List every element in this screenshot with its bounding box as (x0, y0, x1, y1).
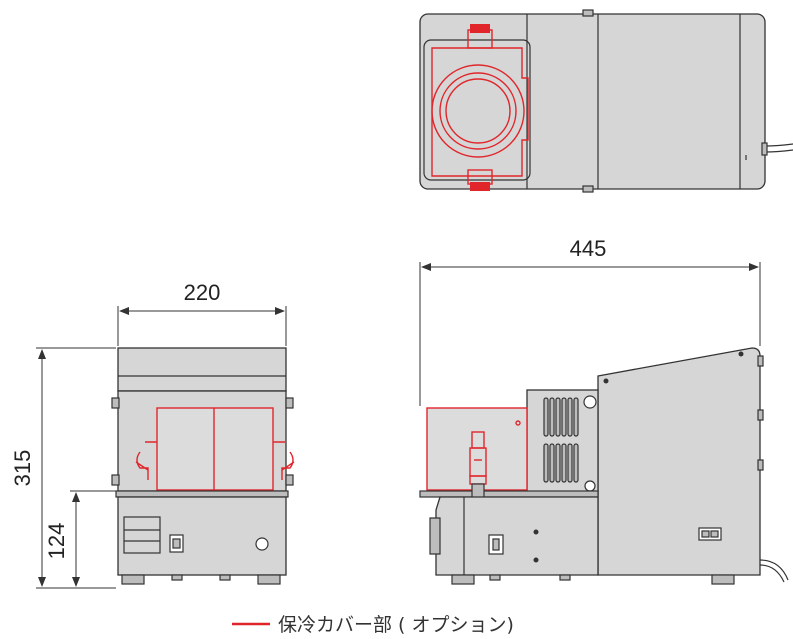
side-rear-housing (597, 347, 761, 576)
front-top-cover (117, 347, 287, 392)
legend: 保冷カバー部 ( オプション) (232, 614, 514, 636)
side-view-cover (426, 407, 528, 491)
side-view (419, 347, 789, 585)
base-height-dimension (70, 490, 116, 587)
front-width-label: 220 (184, 280, 221, 305)
total-height-dimension (36, 347, 116, 589)
legend-label: 保冷カバー部 ( オプション) (278, 614, 514, 636)
front-width-dimension (117, 306, 287, 346)
top-view (419, 9, 793, 193)
front-view-cover (135, 407, 295, 491)
side-vents (543, 397, 579, 483)
base-height-label: 124 (44, 523, 69, 560)
total-height-label: 315 (10, 450, 35, 487)
side-width-dimension (419, 262, 761, 406)
side-width-label: 445 (570, 236, 607, 261)
front-view (111, 347, 295, 585)
top-view-cover (431, 24, 529, 191)
